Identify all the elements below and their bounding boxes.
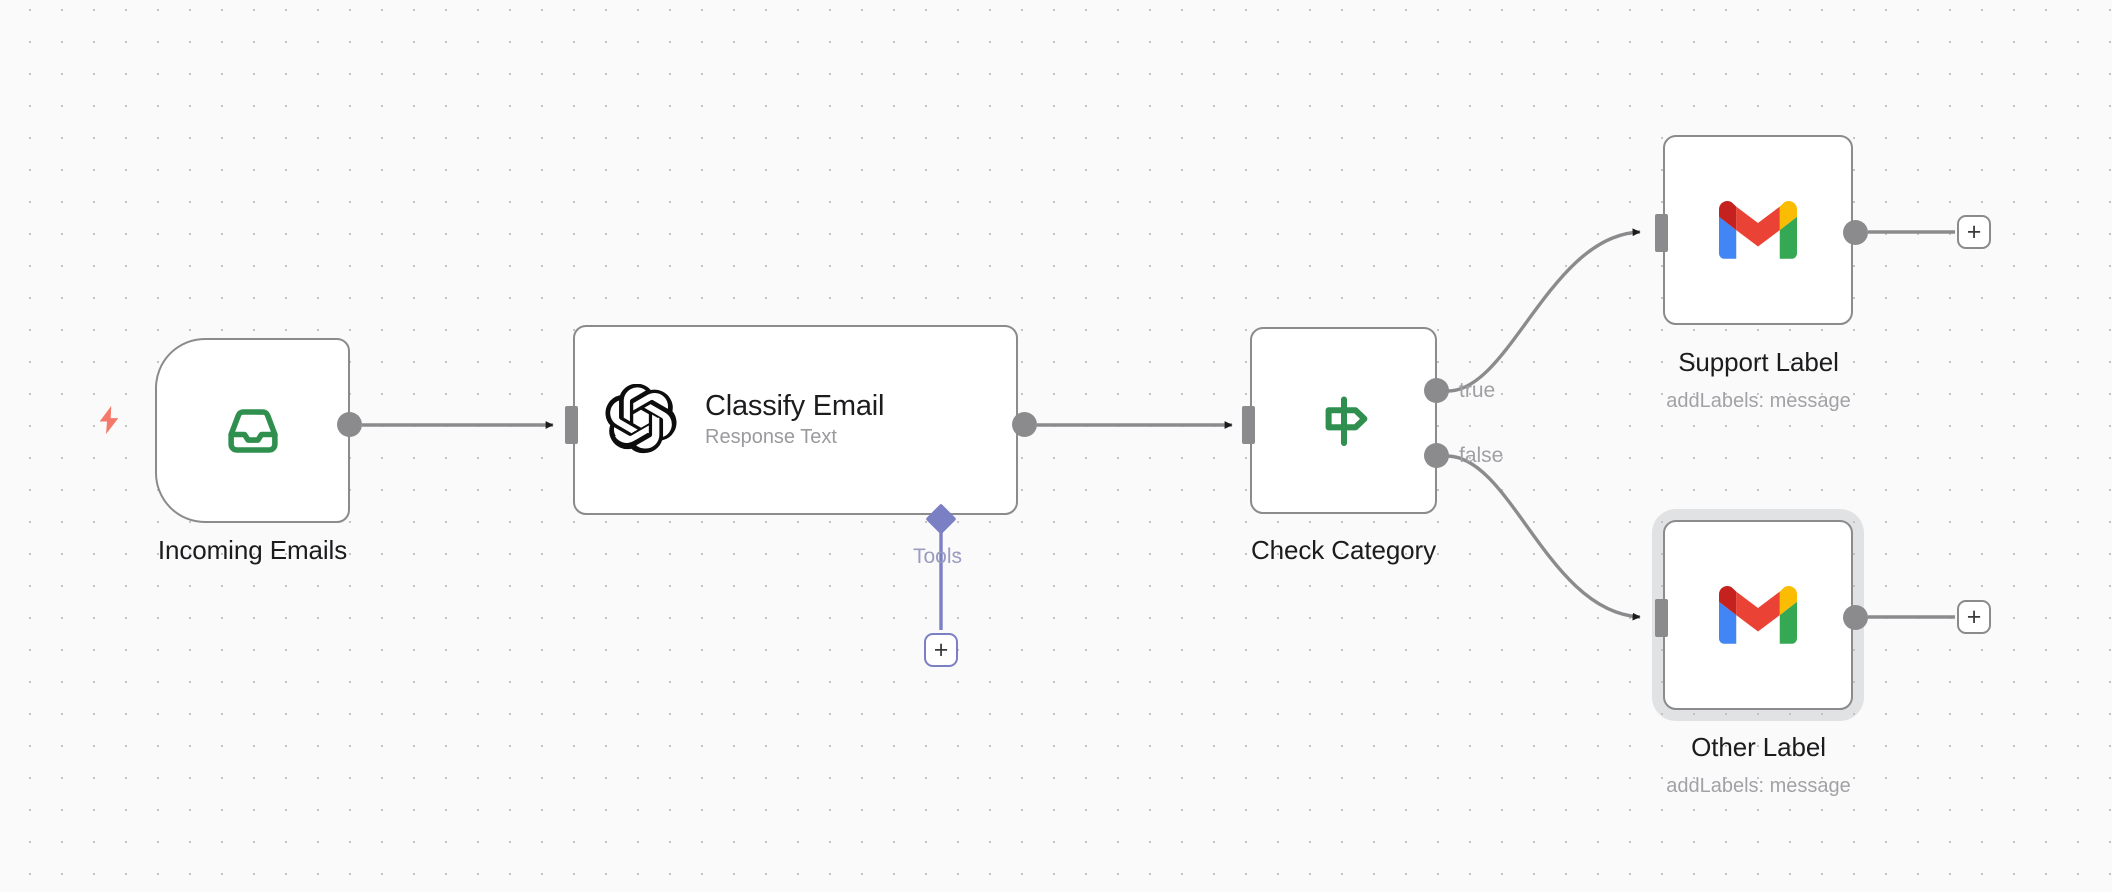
- output-port-classify-email[interactable]: [1012, 412, 1037, 437]
- output-port-check-category-false[interactable]: [1424, 443, 1449, 468]
- port-label-true: true: [1459, 379, 1496, 402]
- output-port-other-label[interactable]: [1843, 605, 1868, 630]
- node-incoming-emails[interactable]: [155, 338, 350, 523]
- signpost-icon: [1311, 388, 1377, 454]
- node-subcaption-other-label: addLabels: message: [1666, 775, 1851, 797]
- node-caption-check-category: Check Category: [1250, 535, 1437, 565]
- gmail-icon: [1719, 585, 1797, 645]
- input-port-support-label[interactable]: [1655, 214, 1668, 252]
- node-classify-email[interactable]: Classify Email Response Text: [573, 325, 1018, 515]
- node-support-label[interactable]: [1663, 135, 1853, 325]
- tools-connector-label: Tools: [913, 545, 963, 568]
- input-port-check-category[interactable]: [1242, 406, 1255, 444]
- node-caption-other-label: Other Label: [1691, 732, 1826, 762]
- plus-icon: +: [1966, 602, 1982, 631]
- input-port-classify-email[interactable]: [565, 406, 578, 444]
- node-subcaption-support-label: addLabels: message: [1666, 390, 1851, 412]
- openai-icon: [605, 384, 677, 456]
- node-other-label[interactable]: [1663, 520, 1853, 710]
- node-title-classify-email: Classify Email: [705, 390, 885, 423]
- output-port-support-label[interactable]: [1843, 220, 1868, 245]
- classify-email-text-block: Classify Email Response Text: [705, 390, 885, 449]
- gmail-icon: [1719, 200, 1797, 260]
- port-label-false: false: [1459, 444, 1504, 467]
- lightning-bolt-icon: [92, 403, 126, 437]
- add-node-after-other-label-button[interactable]: +: [1957, 600, 1991, 634]
- node-caption-incoming-emails: Incoming Emails: [157, 535, 348, 565]
- output-port-incoming-emails[interactable]: [337, 412, 362, 437]
- plus-icon: +: [933, 635, 949, 664]
- output-port-check-category-true[interactable]: [1424, 378, 1449, 403]
- node-caption-support-label: Support Label: [1678, 347, 1839, 377]
- node-check-category[interactable]: [1250, 327, 1437, 514]
- inbox-icon: [218, 396, 288, 466]
- add-tool-button[interactable]: +: [924, 633, 958, 667]
- plus-icon: +: [1966, 217, 1982, 246]
- input-port-other-label[interactable]: [1655, 599, 1668, 637]
- node-subtitle-classify-email: Response Text: [705, 425, 837, 448]
- add-node-after-support-label-button[interactable]: +: [1957, 215, 1991, 249]
